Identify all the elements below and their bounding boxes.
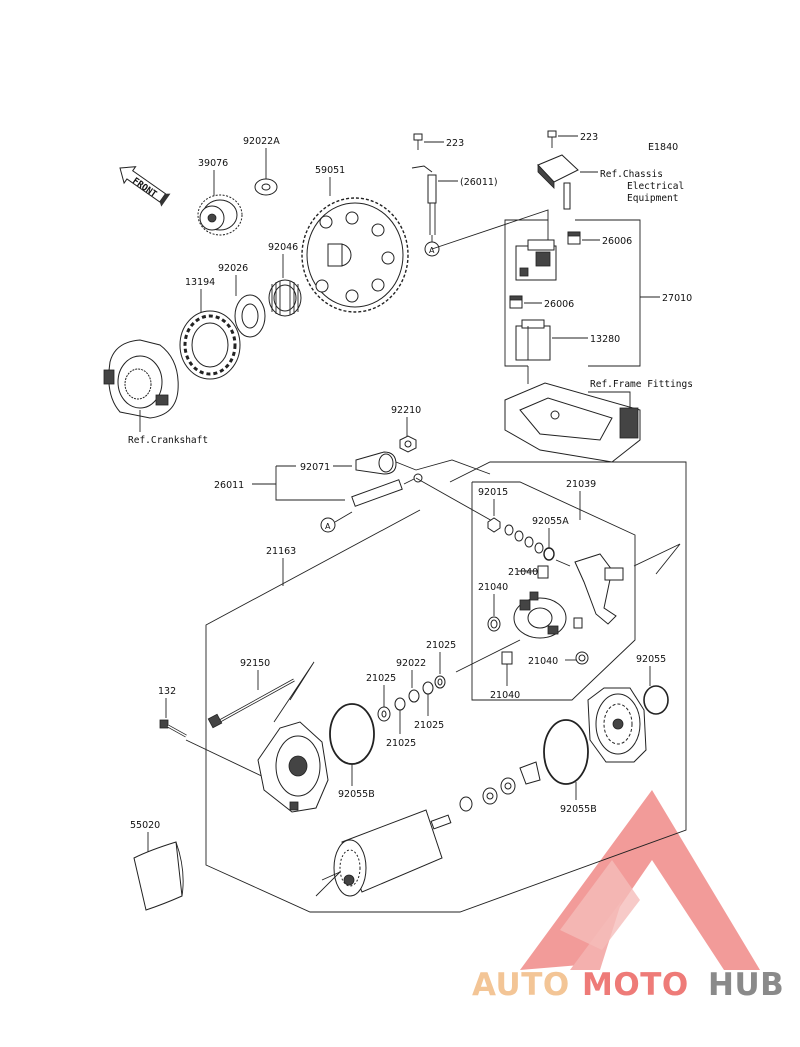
rear-cover	[587, 687, 647, 763]
label-27010: 27010	[662, 293, 692, 304]
label-21025-d: 21025	[414, 720, 444, 731]
label-ref-crankshaft: Ref.Crankshaft	[128, 435, 208, 446]
label-21039: 21039	[566, 479, 596, 490]
boot-92071	[355, 451, 397, 475]
frame-bracket	[504, 382, 641, 463]
chassis-connector	[537, 154, 579, 210]
cable-26011	[351, 473, 423, 507]
front-cover	[257, 721, 329, 813]
label-92055B-right: 92055B	[560, 804, 597, 815]
rotor-crankshaft	[103, 339, 179, 419]
connector-a-top-label: A	[429, 246, 435, 255]
label-223-left: 223	[446, 138, 464, 149]
clutch-13194	[179, 310, 241, 380]
starter-outline	[205, 461, 687, 913]
label-21025-a: 21025	[426, 640, 456, 651]
label-59051: 59051	[315, 165, 345, 176]
brush-plate	[574, 553, 624, 625]
label-13194: 13194	[185, 277, 215, 288]
label-132: 132	[158, 686, 176, 697]
label-ref-chassis-3: Equipment	[627, 193, 678, 204]
label-26011-top: (26011)	[460, 177, 498, 188]
gear-59051	[301, 197, 409, 313]
label-21040-c: 21040	[528, 656, 558, 667]
label-ref-chassis-2: Electrical	[627, 181, 684, 192]
starter-relay	[515, 239, 557, 281]
spring-21040-b	[487, 616, 501, 632]
oring-92055	[643, 685, 669, 715]
watermark-moto: MOTO	[582, 967, 689, 1003]
bolt-223-right	[547, 130, 557, 148]
brush-holder-box	[471, 481, 636, 701]
label-21163: 21163	[266, 546, 296, 557]
oring-92055B-left	[329, 703, 375, 765]
bracket-27010	[575, 219, 641, 367]
label-ref-frame: Ref.Frame Fittings	[590, 379, 693, 390]
label-92015: 92015	[478, 487, 508, 498]
label-92150: 92150	[240, 658, 270, 669]
label-92055: 92055	[636, 654, 666, 665]
label-92022: 92022	[396, 658, 426, 669]
connector-a-bottom	[320, 517, 336, 533]
bearing-92046	[268, 279, 302, 317]
fuse-26006-a	[567, 231, 581, 245]
label-92055B-left: 92055B	[338, 789, 375, 800]
label-39076: 39076	[198, 158, 228, 169]
connector-a-bottom-label: A	[325, 522, 331, 531]
label-21040-a: 21040	[508, 567, 538, 578]
brush-21040-a	[537, 565, 549, 579]
gear-39076	[197, 194, 243, 236]
watermark-hub: HUB	[708, 967, 784, 1003]
label-26006-a: 26006	[602, 236, 632, 247]
label-21025-b: 21025	[366, 673, 396, 684]
label-ref-chassis-1: Ref.Chassis	[600, 169, 663, 180]
label-21025-c: 21025	[386, 738, 416, 749]
front-arrow-icon	[119, 166, 171, 207]
watermark-logo	[520, 790, 760, 970]
spring-21040-c	[575, 651, 589, 665]
label-92026: 92026	[218, 263, 248, 274]
label-13280: 13280	[590, 334, 620, 345]
brush-21040-d	[501, 651, 513, 665]
label-26011: 26011	[214, 480, 244, 491]
label-21040-b: 21040	[478, 582, 508, 593]
nut-92015	[487, 517, 501, 533]
cable-26011-top	[411, 165, 437, 235]
label-55020: 55020	[130, 820, 160, 831]
bolt-92150	[207, 678, 295, 729]
armature-shims	[459, 761, 541, 812]
bolt-223-left	[413, 133, 423, 150]
label-21040-d: 21040	[490, 690, 520, 701]
diagram-code: E1840	[648, 142, 678, 153]
oring-92055B-right	[543, 719, 589, 785]
label-26006-b: 26006	[544, 299, 574, 310]
brush-holder	[513, 591, 567, 639]
label-223-right: 223	[580, 132, 598, 143]
starter-armature	[333, 809, 452, 897]
cover-13280	[515, 319, 551, 361]
label-92210: 92210	[391, 405, 421, 416]
label-92022A: 92022A	[243, 136, 280, 147]
watermark-auto: AUTO	[472, 967, 570, 1003]
label-92055A: 92055A	[532, 516, 569, 527]
label-92071: 92071	[300, 462, 330, 473]
label-92046: 92046	[268, 242, 298, 253]
label-plate-55020	[133, 841, 184, 911]
bolt-132	[159, 719, 187, 738]
fuse-26006-b	[509, 295, 523, 309]
